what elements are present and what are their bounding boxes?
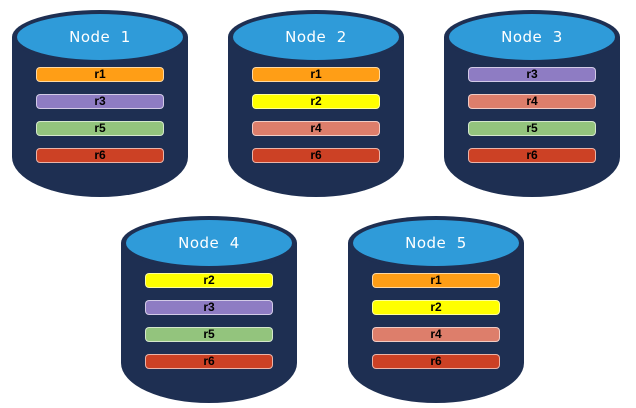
database-node-1: Node 1 r1 r3 r5 r6	[12, 10, 188, 197]
cylinder-top-rim: Node 5	[348, 216, 524, 270]
cylinder-top-rim: Node 4	[121, 216, 297, 270]
partition-bar-r6: r6	[36, 148, 164, 163]
partition-bar-r1: r1	[372, 273, 500, 288]
partition-label: r3	[94, 94, 106, 108]
partition-label: r1	[94, 67, 106, 81]
node-title: Node 2	[285, 28, 347, 46]
cylinder-top-face: Node 5	[353, 220, 519, 266]
partition-label: r3	[526, 67, 538, 81]
partition-bar-r5: r5	[468, 121, 596, 136]
partition-bar-r4: r4	[468, 94, 596, 109]
partition-bar-r5: r5	[145, 327, 273, 342]
partition-label: r5	[203, 327, 215, 341]
partition-label: r5	[94, 121, 106, 135]
partition-list: r1 r2 r4 r6	[252, 67, 380, 175]
cylinder-top-face: Node 2	[233, 14, 399, 60]
partition-label: r6	[526, 148, 538, 162]
partition-label: r2	[203, 273, 215, 287]
partition-bar-r6: r6	[468, 148, 596, 163]
partition-bar-r5: r5	[36, 121, 164, 136]
partition-bar-r3: r3	[468, 67, 596, 82]
node-title: Node 5	[405, 234, 467, 252]
node-title: Node 3	[501, 28, 563, 46]
partition-bar-r6: r6	[372, 354, 500, 369]
partition-list: r3 r4 r5 r6	[468, 67, 596, 175]
cylinder-top-rim: Node 1	[12, 10, 188, 64]
partition-bar-r4: r4	[252, 121, 380, 136]
partition-bar-r6: r6	[252, 148, 380, 163]
partition-label: r3	[203, 300, 215, 314]
partition-label: r6	[203, 354, 215, 368]
database-node-5: Node 5 r1 r2 r4 r6	[348, 216, 524, 403]
partition-list: r1 r2 r4 r6	[372, 273, 500, 381]
cylinder-top-face: Node 4	[126, 220, 292, 266]
partition-label: r6	[430, 354, 442, 368]
cylinder-top-face: Node 3	[449, 14, 615, 60]
partition-bar-r6: r6	[145, 354, 273, 369]
database-node-2: Node 2 r1 r2 r4 r6	[228, 10, 404, 197]
partition-label: r4	[310, 121, 322, 135]
partition-bar-r3: r3	[145, 300, 273, 315]
partition-bar-r1: r1	[252, 67, 380, 82]
cylinder-top-face: Node 1	[17, 14, 183, 60]
database-node-3: Node 3 r3 r4 r5 r6	[444, 10, 620, 197]
partition-bar-r4: r4	[372, 327, 500, 342]
node-title: Node 4	[178, 234, 240, 252]
partition-label: r4	[430, 327, 442, 341]
partition-bar-r1: r1	[36, 67, 164, 82]
partition-label: r2	[430, 300, 442, 314]
partition-label: r1	[430, 273, 442, 287]
partition-list: r2 r3 r5 r6	[145, 273, 273, 381]
partition-label: r4	[526, 94, 538, 108]
partition-label: r6	[94, 148, 106, 162]
partition-list: r1 r3 r5 r6	[36, 67, 164, 175]
node-title: Node 1	[69, 28, 131, 46]
partition-label: r1	[310, 67, 322, 81]
partition-label: r5	[526, 121, 538, 135]
partition-label: r6	[310, 148, 322, 162]
cylinder-top-rim: Node 2	[228, 10, 404, 64]
partition-bar-r2: r2	[372, 300, 500, 315]
partition-bar-r2: r2	[252, 94, 380, 109]
database-node-4: Node 4 r2 r3 r5 r6	[121, 216, 297, 403]
cylinder-top-rim: Node 3	[444, 10, 620, 64]
partition-bar-r2: r2	[145, 273, 273, 288]
partition-label: r2	[310, 94, 322, 108]
partition-bar-r3: r3	[36, 94, 164, 109]
